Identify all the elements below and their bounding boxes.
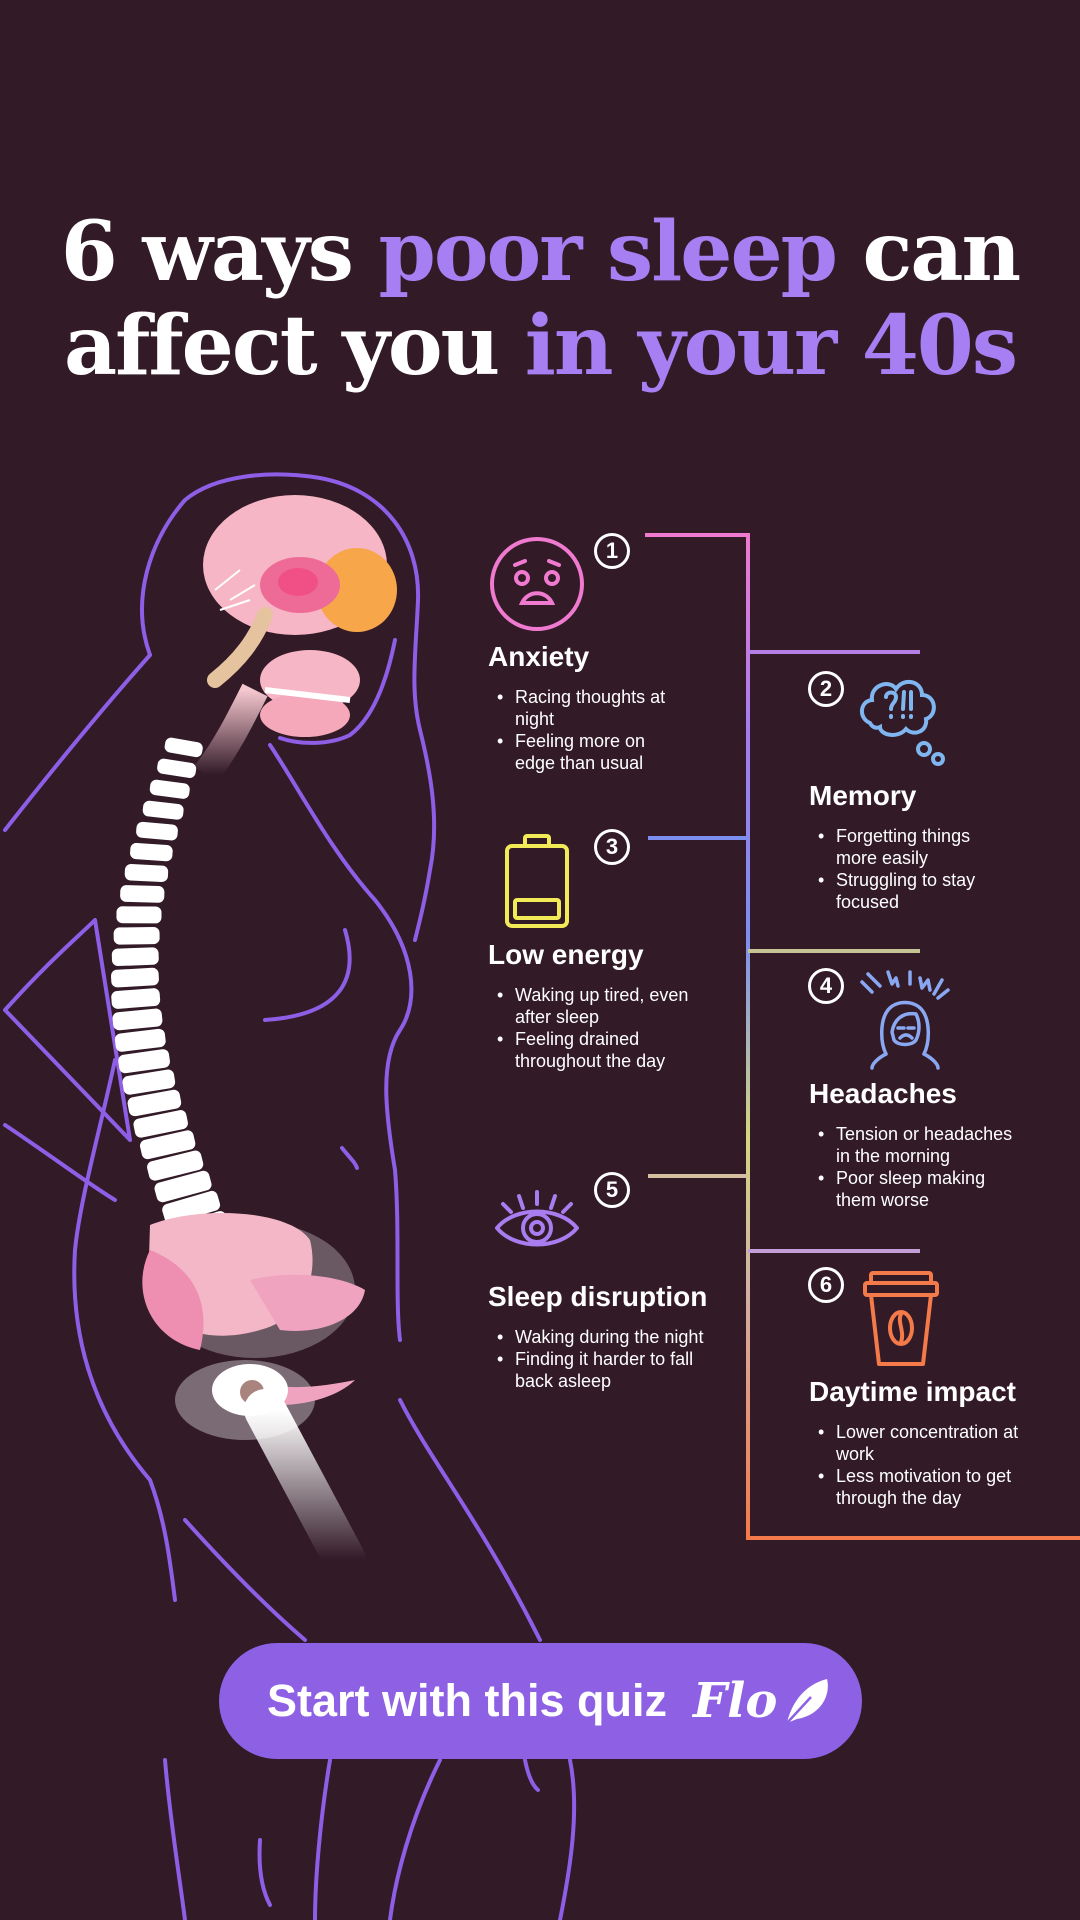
vertebra	[149, 779, 190, 799]
item-bullet: Feeling more on edge than usual	[488, 730, 688, 774]
title-part-1: 6 ways	[60, 204, 379, 300]
item-title: Anxiety	[488, 641, 590, 672]
item-bullet-list: Racing thoughts at night Feeling more on…	[488, 686, 688, 774]
open-eye-icon	[495, 1190, 579, 1247]
item-title: Low energy	[488, 939, 644, 970]
vertebra	[127, 1089, 182, 1117]
item-number-badge: 2	[808, 671, 844, 707]
item-bullet: Finding it harder to fall back asleep	[488, 1348, 708, 1392]
vertebra	[114, 1028, 166, 1052]
item-bullet: Waking during the night	[488, 1326, 708, 1348]
flo-logo-text: Flo	[693, 1673, 778, 1729]
vertebra	[154, 1170, 212, 1203]
item-bullet: Poor sleep making them worse	[809, 1167, 1029, 1211]
item-bullet: Waking up tired, even after sleep	[488, 984, 698, 1028]
item-bullet: Struggling to stay focused	[809, 869, 1009, 913]
item-bullet: Forgetting things more easily	[809, 825, 1009, 869]
flo-logo: Flo	[693, 1673, 833, 1729]
item-bullet-list: Waking during the night Finding it harde…	[488, 1326, 708, 1392]
body-outline	[3, 472, 577, 1920]
title-highlight-1: poor sleep	[378, 204, 837, 300]
vertebra	[140, 1130, 196, 1160]
item-bullet: Lower concentration at work	[809, 1421, 1029, 1465]
throat-illustration	[193, 650, 360, 784]
item-bullet-list: Lower concentration at work Less motivat…	[809, 1421, 1029, 1509]
vertebra	[111, 988, 161, 1009]
headache-person-icon	[860, 970, 950, 1070]
item-number-badge: 6	[808, 1267, 844, 1303]
item-bullet: Less motivation to get through the day	[809, 1465, 1029, 1509]
item-number-badge: 5	[594, 1172, 630, 1208]
vertebra	[116, 906, 162, 924]
vertebra	[157, 758, 197, 778]
worried-face-icon	[490, 537, 584, 631]
title-part-3: can	[835, 204, 1022, 300]
brain-illustration	[203, 495, 397, 688]
vertebra	[112, 1008, 163, 1031]
page-title: 6 ways poor sleep can affect you in your…	[0, 205, 1080, 393]
vertebra	[122, 1069, 176, 1095]
start-quiz-button[interactable]: Start with this quiz Flo	[219, 1643, 862, 1759]
vertebra	[130, 842, 173, 862]
vertebra	[124, 864, 169, 882]
vertebra	[136, 821, 178, 841]
vertebra	[162, 1190, 221, 1224]
start-quiz-label: Start with this quiz	[267, 1675, 667, 1726]
item-title: Sleep disruption	[488, 1281, 708, 1312]
coffee-cup-icon	[863, 1271, 939, 1366]
item-bullet: Racing thoughts at night	[488, 686, 688, 730]
item-title: Memory	[809, 780, 917, 811]
vertebra	[120, 885, 165, 903]
item-bullet: Tension or headaches in the morning	[809, 1123, 1029, 1167]
item-bullet-list: Forgetting things more easily Struggling…	[809, 825, 1009, 913]
item-title: Daytime impact	[809, 1376, 1016, 1407]
feather-icon	[786, 1679, 829, 1724]
title-highlight-2: in your 40s	[524, 298, 1018, 394]
low-battery-icon	[505, 834, 569, 928]
pelvis-illustration	[142, 1213, 366, 1581]
title-part-4: affect you	[63, 298, 525, 394]
vertebra	[142, 800, 184, 820]
vertebra	[118, 1049, 170, 1074]
item-bullet-list: Tension or headaches in the morning Poor…	[809, 1123, 1029, 1211]
vertebra	[147, 1150, 204, 1181]
thought-bubble-icon	[860, 679, 945, 766]
item-number-badge: 3	[594, 829, 630, 865]
vertebra	[111, 947, 159, 967]
vertebra	[113, 926, 160, 945]
item-number-badge: 4	[808, 968, 844, 1004]
item-bullet-list: Waking up tired, even after sleep Feelin…	[488, 984, 698, 1072]
vertebra	[110, 967, 159, 988]
item-bullet: Feeling drained throughout the day	[488, 1028, 698, 1072]
vertebra	[164, 737, 203, 758]
item-number-badge: 1	[594, 533, 630, 569]
vertebra	[133, 1110, 188, 1138]
item-title: Headaches	[809, 1078, 957, 1109]
